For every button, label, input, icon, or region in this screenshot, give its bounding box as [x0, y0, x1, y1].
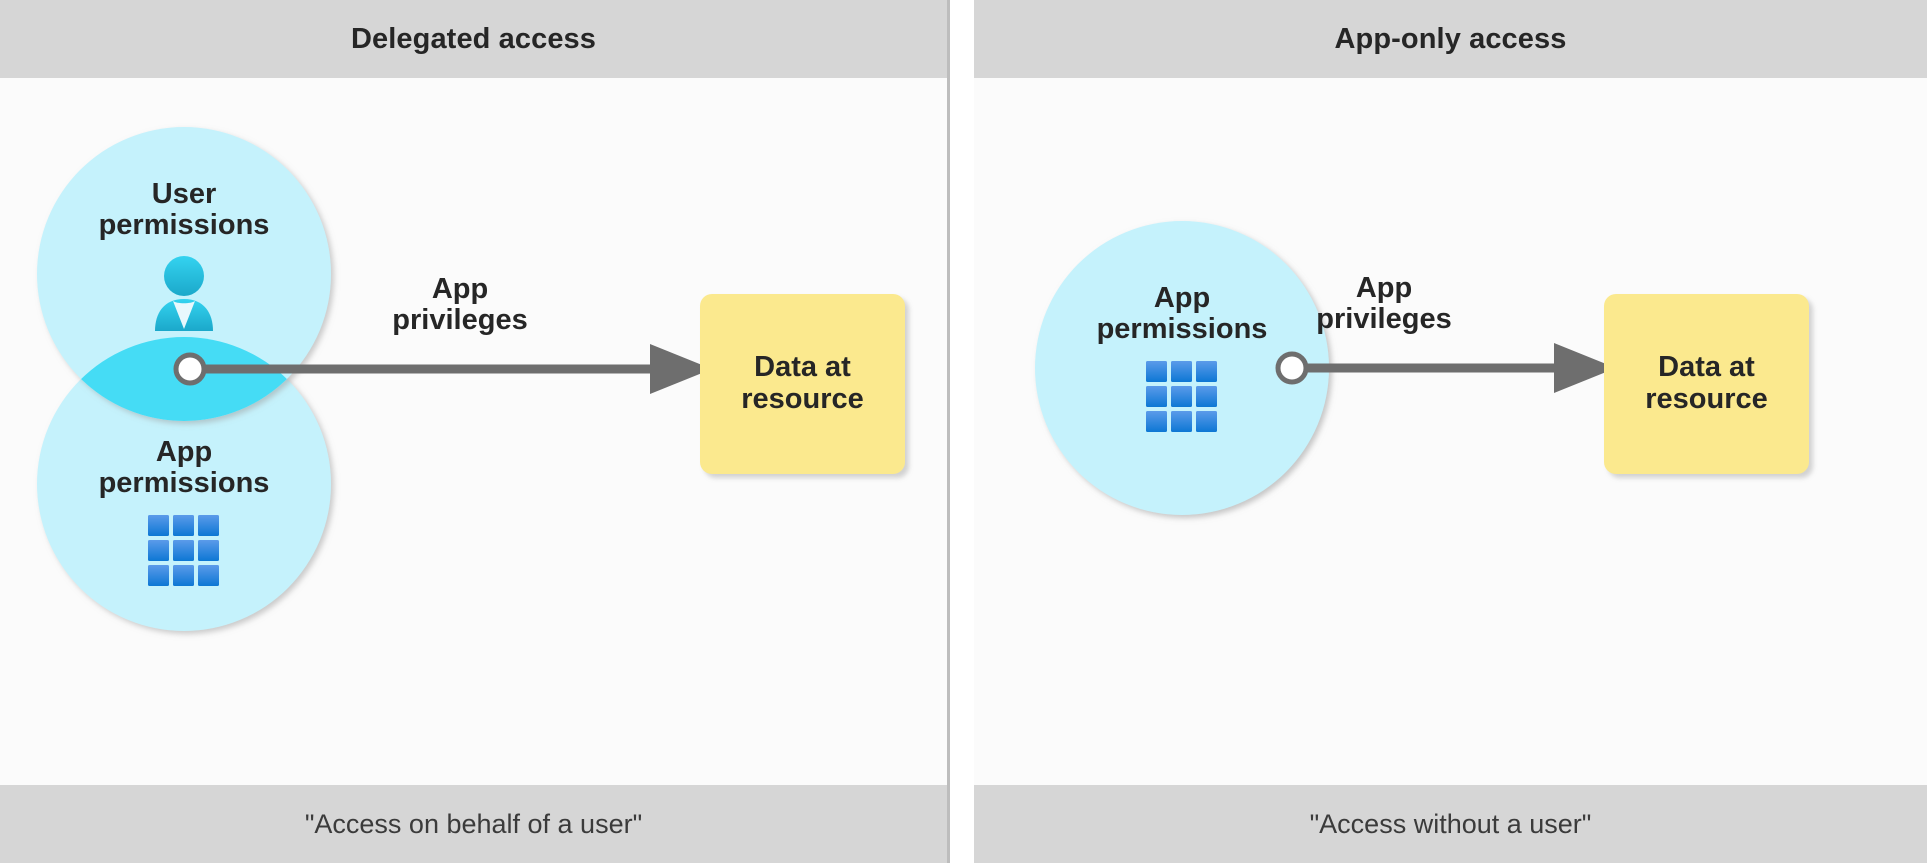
person-icon [155, 256, 213, 332]
panel-title-app-only: App-only access [1334, 22, 1567, 55]
bubble-user-permissions-content: User permissions [37, 127, 331, 421]
arrow-label-app-privileges-delegated: App privileges [392, 273, 528, 337]
panel-body-delegated: User permissions App permissions [0, 78, 947, 785]
resource-card-app-only: Data at resource [1604, 294, 1809, 474]
panel-header-delegated: Delegated access [0, 0, 947, 78]
panel-header-app-only: App-only access [974, 0, 1927, 78]
grid-icon [148, 515, 219, 587]
resource-card-label-delegated: Data at resource [741, 351, 864, 415]
panel-delegated-access: Delegated access [0, 0, 950, 863]
resource-card-label-app-only: Data at resource [1645, 351, 1768, 415]
panel-title-delegated: Delegated access [350, 22, 597, 55]
grid-icon [1146, 361, 1217, 433]
panel-caption-app-only: "Access without a user" [1309, 808, 1592, 839]
resource-card-delegated: Data at resource [700, 294, 905, 474]
panel-caption-delegated: "Access on behalf of a user" [304, 808, 643, 839]
arrow-label-app-privileges-app-only: App privileges [1316, 272, 1452, 336]
panel-footer-app-only: "Access without a user" [974, 785, 1927, 863]
panel-app-only-access: App-only access App permissions [974, 0, 1927, 863]
panel-footer-delegated: "Access on behalf of a user" [0, 785, 947, 863]
bubble-app-permissions-left-content: App permissions [37, 337, 331, 631]
bubble-label-user-permissions: User permissions [98, 178, 270, 242]
panel-body-app-only: App permissions [974, 78, 1927, 785]
bubble-app-permissions-right-content: App permissions [1035, 221, 1329, 515]
bubble-label-app-permissions-right: App permissions [1096, 282, 1268, 346]
bubble-label-app-permissions-left: App permissions [98, 436, 270, 500]
